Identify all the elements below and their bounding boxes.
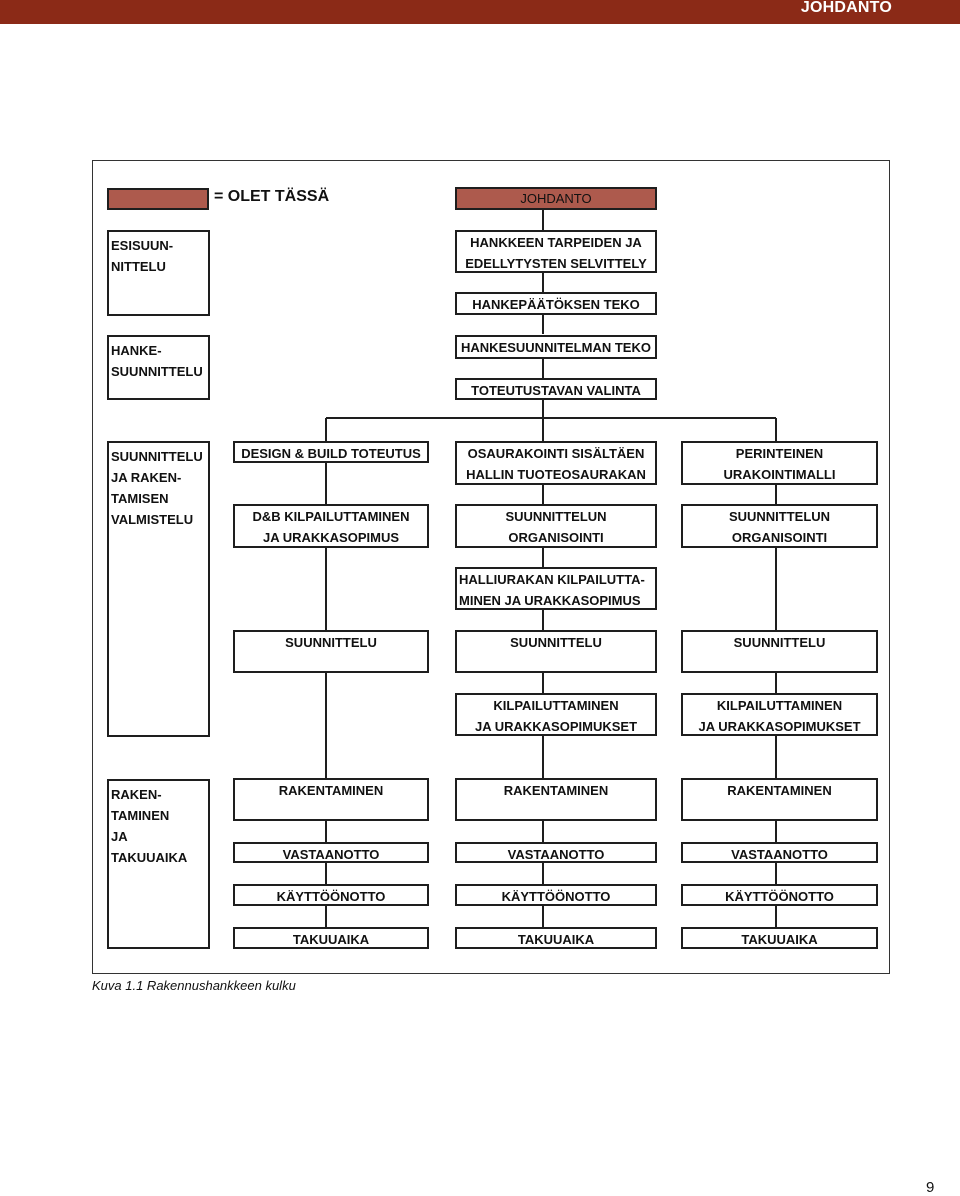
box-db-kayttoonotto: KÄYTTÖÖNOTTO xyxy=(233,884,429,906)
box-db-suunnittelu: SUUNNITTELU xyxy=(233,630,429,673)
page-number: 9 xyxy=(926,1179,935,1196)
box-perinteinen-takuuaika: TAKUUAIKA xyxy=(681,927,878,949)
box-hankkeen-tarpeet: HANKKEEN TARPEIDEN JA EDELLYTYSTEN SELVI… xyxy=(455,230,657,273)
box-perinteinen-vastaanotto: VASTAANOTTO xyxy=(681,842,878,863)
box-osaurakointi-suunnittelu: SUUNNITTELU xyxy=(455,630,657,673)
box-osaurakointi-kilpailutus: KILPAILUTTAMINEN JA URAKKASOPIMUKSET xyxy=(455,693,657,736)
box-osaurakointi: OSAURAKOINTI SISÄLTÄEN HALLIN TUOTEOSAUR… xyxy=(455,441,657,485)
box-osaurakointi-rakentaminen: RAKENTAMINEN xyxy=(455,778,657,821)
phase-esisuunnittelu: ESISUUN- NITTELU xyxy=(107,230,210,316)
box-hankepaatos: HANKEPÄÄTÖKSEN TEKO xyxy=(455,292,657,315)
phase-rakentaminen-ja-takuuaika: RAKEN- TAMINEN JA TAKUUAIKA xyxy=(107,779,210,949)
phase-suunnittelu-ja-valmistelu: SUUNNITTELU JA RAKEN- TAMISEN VALMISTELU xyxy=(107,441,210,737)
header-title: JOHDANTO xyxy=(800,0,892,16)
box-osaurakointi-vastaanotto: VASTAANOTTO xyxy=(455,842,657,863)
box-halliurakka-kilpailutus: HALLIURAKAN KILPAILUTTA- MINEN JA URAKKA… xyxy=(455,567,657,610)
legend-label: = OLET TÄSSÄ xyxy=(214,188,330,205)
box-db-vastaanotto: VASTAANOTTO xyxy=(233,842,429,863)
box-perinteinen: PERINTEINEN URAKOINTIMALLI xyxy=(681,441,878,485)
connector-lines xyxy=(325,210,777,927)
box-perinteinen-organisointi: SUUNNITTELUN ORGANISOINTI xyxy=(681,504,878,548)
box-db-toteutus: DESIGN & BUILD TOTEUTUS xyxy=(233,441,429,463)
box-johdanto: JOHDANTO xyxy=(455,187,657,210)
process-flow-diagram: = OLET TÄSSÄ ESISUUN- NITTELU HANKE- SUU… xyxy=(92,160,890,974)
box-hankesuunnitelma: HANKESUUNNITELMAN TEKO xyxy=(455,335,657,359)
box-osaurakointi-kayttoonotto: KÄYTTÖÖNOTTO xyxy=(455,884,657,906)
phase-hankesuunnittelu: HANKE- SUUNNITTELU xyxy=(107,335,210,400)
box-db-rakentaminen: RAKENTAMINEN xyxy=(233,778,429,821)
box-db-takuuaika: TAKUUAIKA xyxy=(233,927,429,949)
box-perinteinen-kayttoonotto: KÄYTTÖÖNOTTO xyxy=(681,884,878,906)
legend-swatch xyxy=(107,188,209,210)
box-osaurakointi-organisointi: SUUNNITTELUN ORGANISOINTI xyxy=(455,504,657,548)
box-perinteinen-rakentaminen: RAKENTAMINEN xyxy=(681,778,878,821)
box-toteutustapa: TOTEUTUSTAVAN VALINTA xyxy=(455,378,657,400)
figure-caption: Kuva 1.1 Rakennushankkeen kulku xyxy=(92,978,296,993)
box-perinteinen-kilpailutus: KILPAILUTTAMINEN JA URAKKASOPIMUKSET xyxy=(681,693,878,736)
box-osaurakointi-takuuaika: TAKUUAIKA xyxy=(455,927,657,949)
header-bar: JOHDANTO xyxy=(0,0,960,24)
box-perinteinen-suunnittelu: SUUNNITTELU xyxy=(681,630,878,673)
box-db-kilpailutus: D&B KILPAILUTTAMINEN JA URAKKASOPIMUS xyxy=(233,504,429,548)
